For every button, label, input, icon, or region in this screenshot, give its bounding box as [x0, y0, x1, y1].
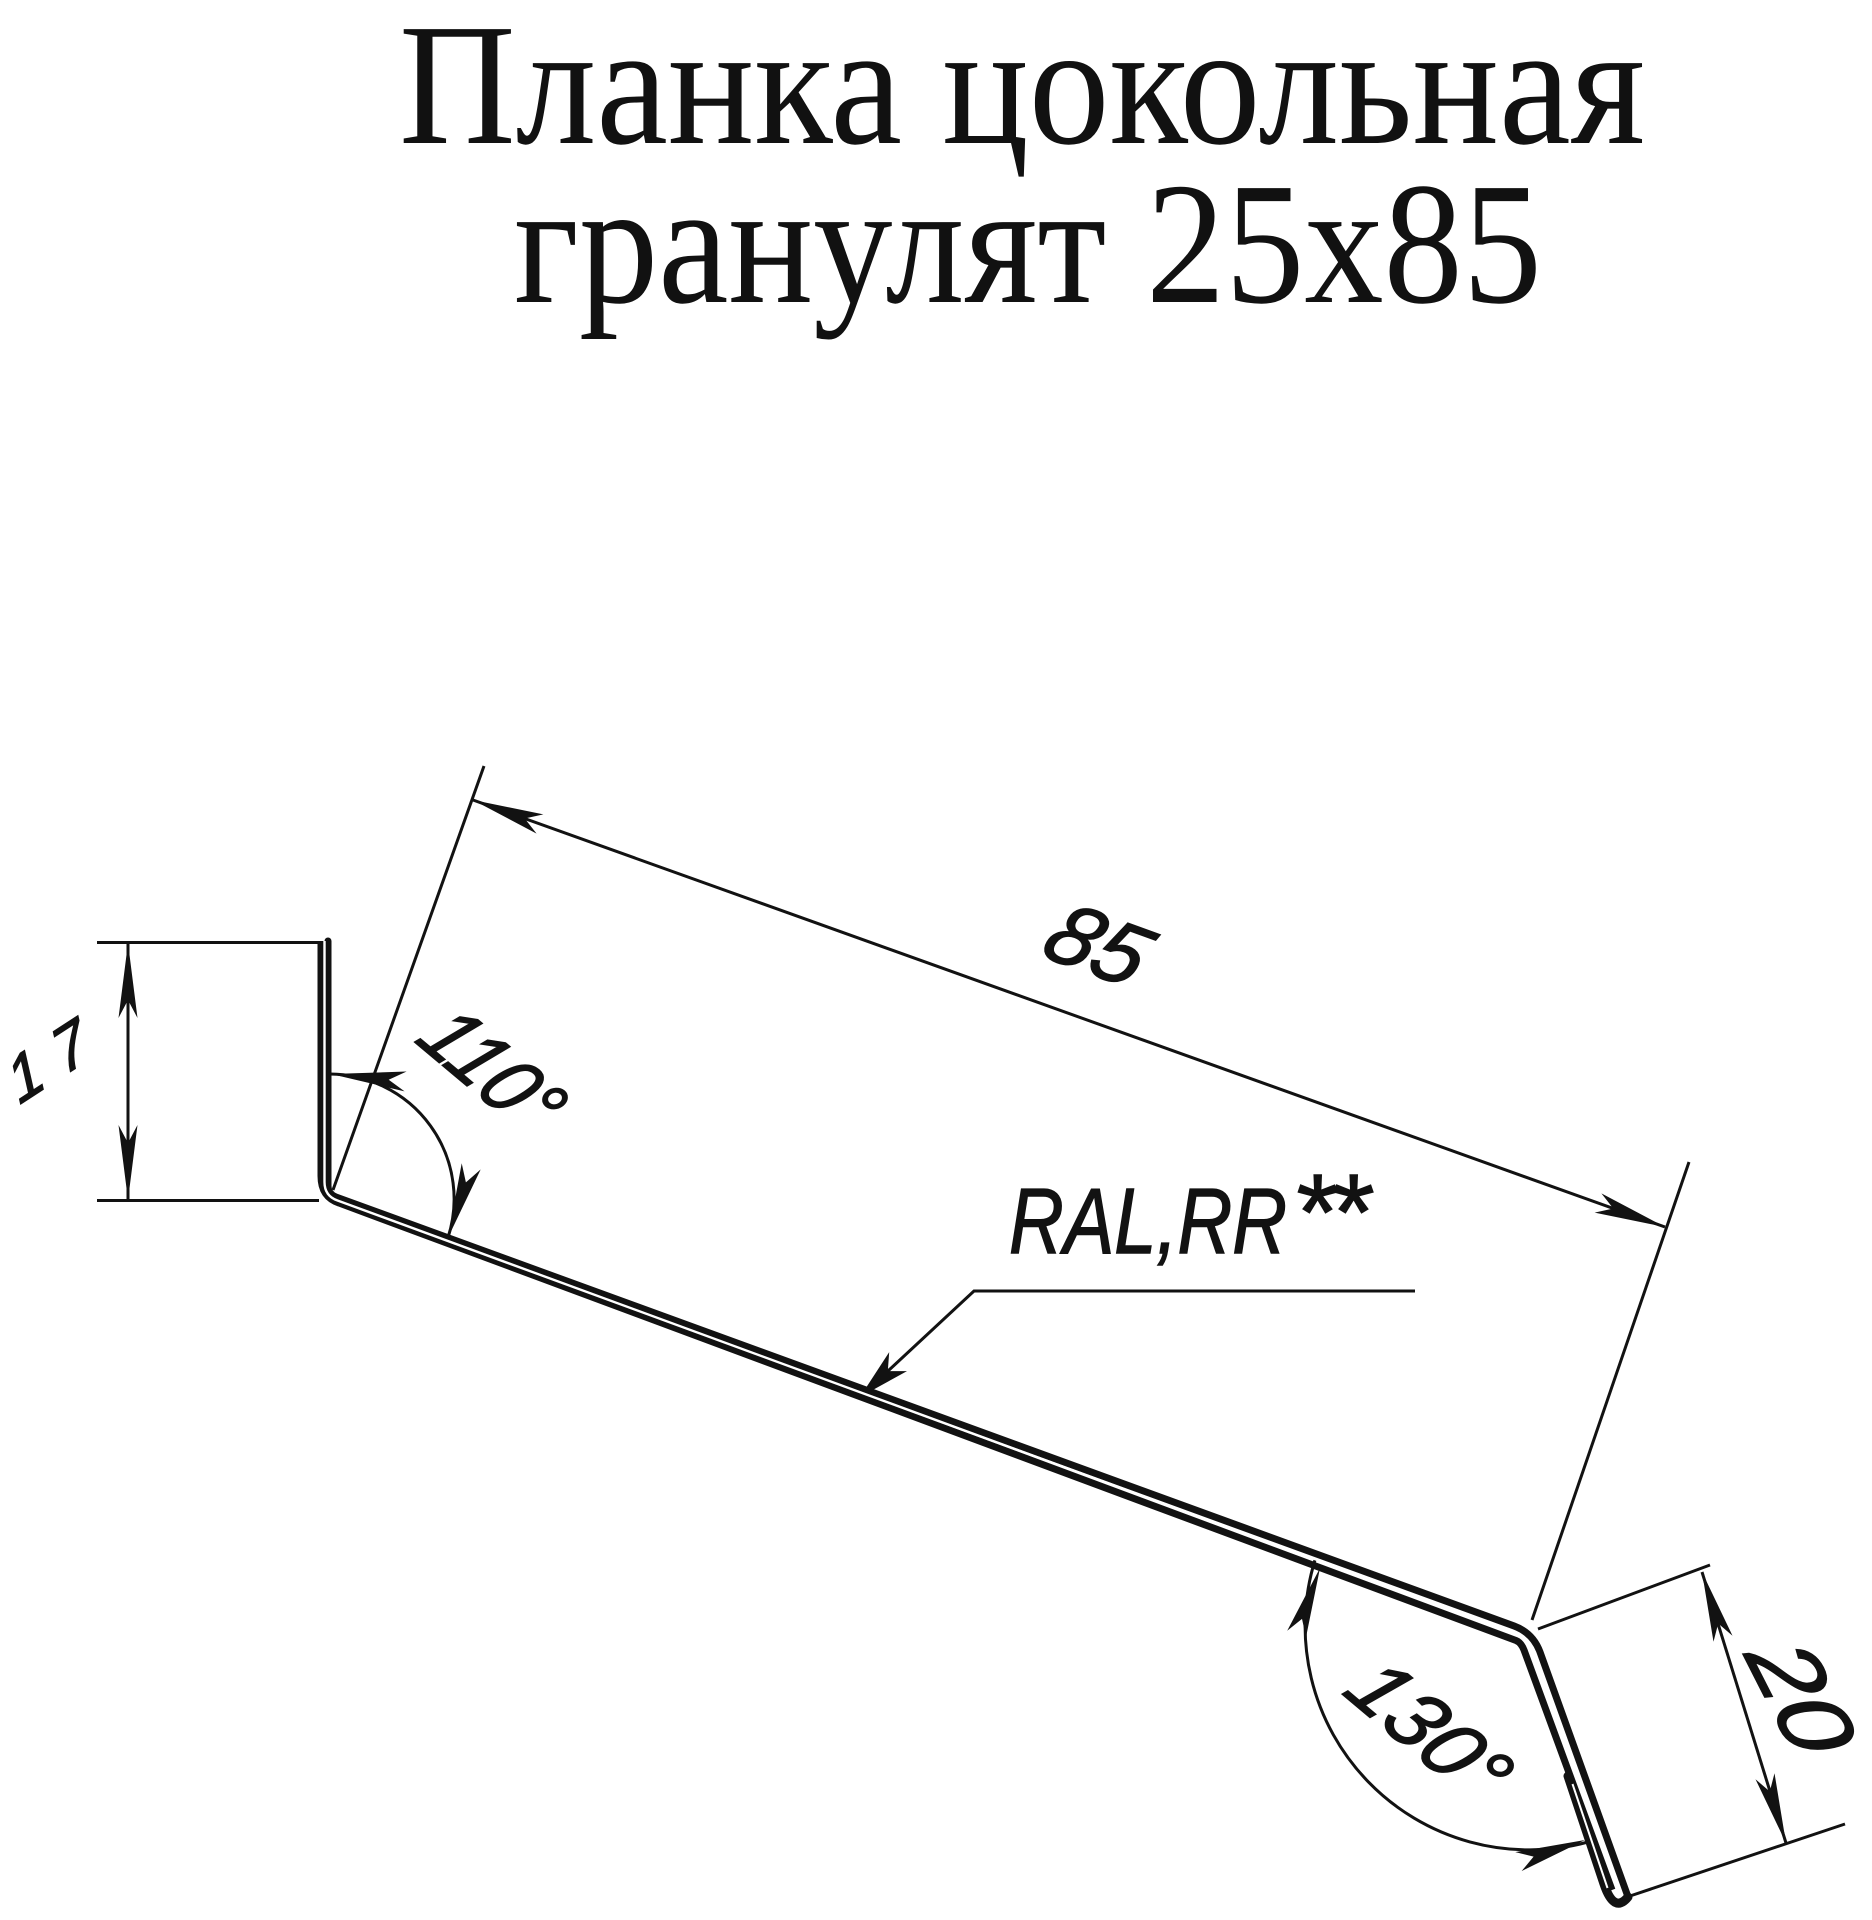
svg-text:**: **: [1292, 1151, 1373, 1272]
svg-text:17: 17: [0, 995, 115, 1118]
svg-text:110°: 110°: [399, 991, 587, 1149]
svg-text:85: 85: [1028, 885, 1170, 1005]
svg-text:RAL,RR: RAL,RR: [1009, 1169, 1287, 1273]
svg-text:130°: 130°: [1327, 1643, 1534, 1817]
svg-text:20: 20: [1722, 1629, 1872, 1766]
